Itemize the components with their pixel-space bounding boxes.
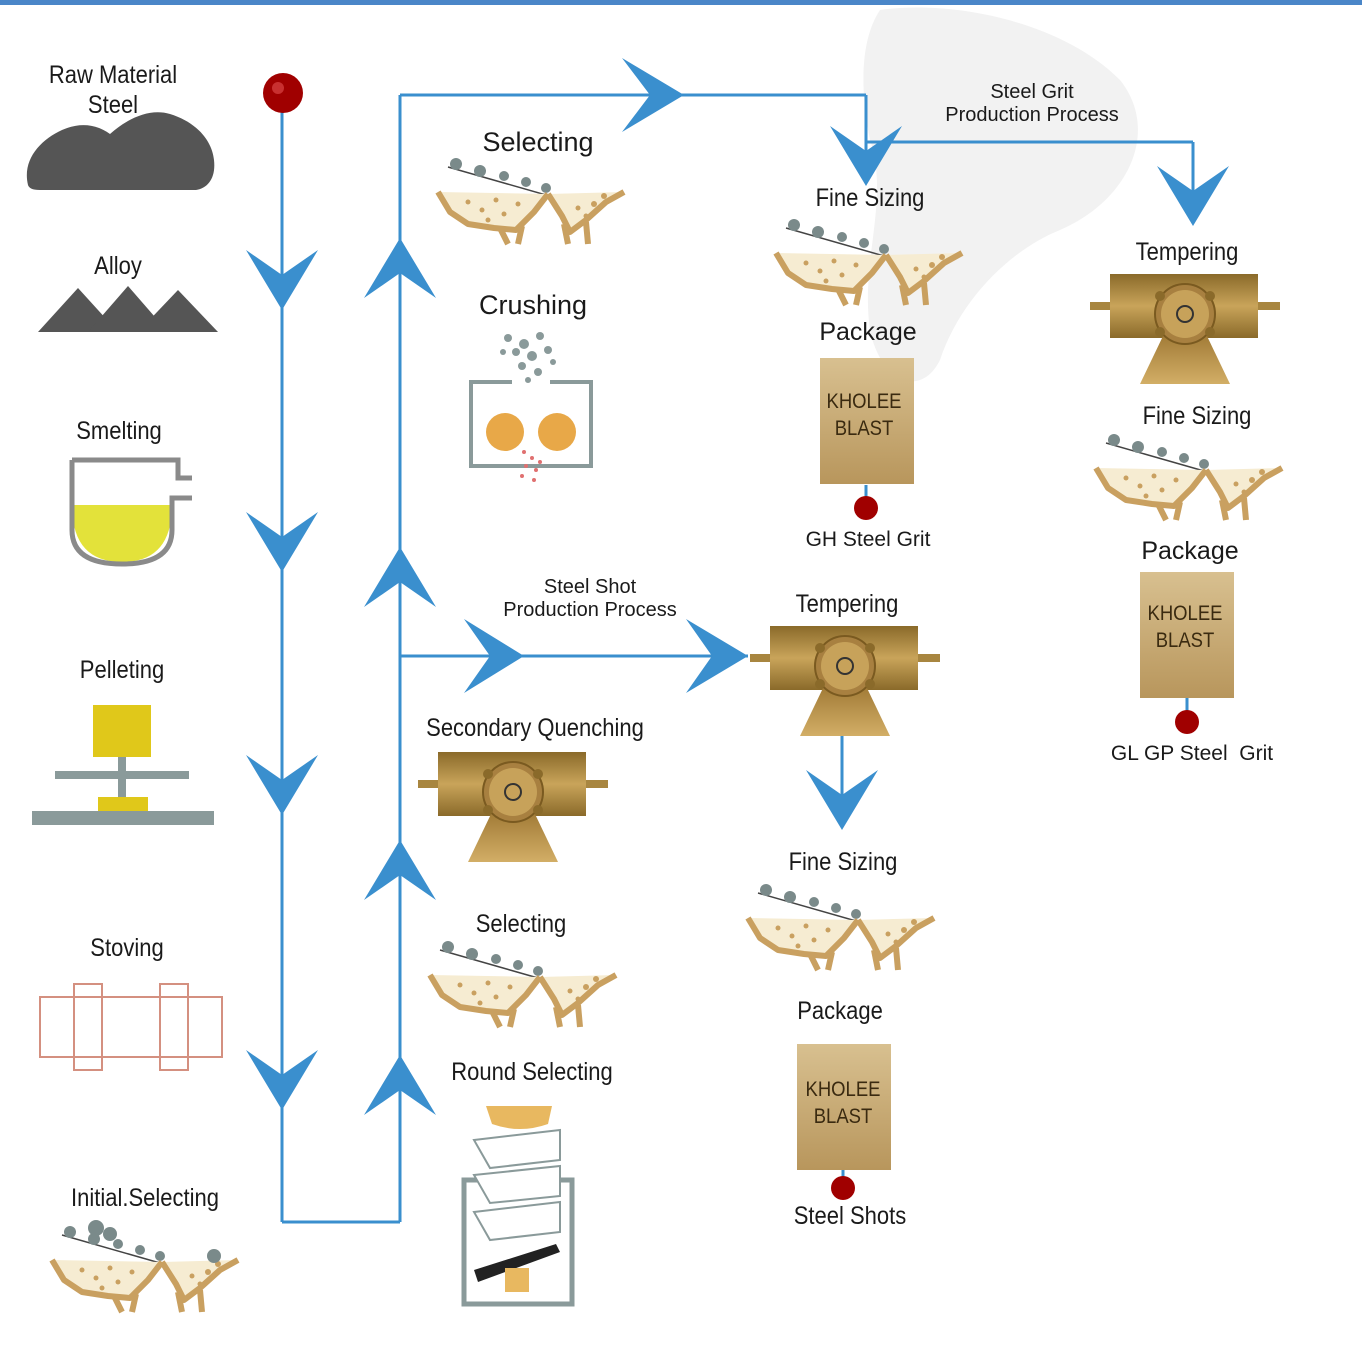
pelleting-label: Pelleting [79, 656, 165, 684]
arrow-right [464, 619, 524, 693]
glgp-fine-sizing-icon [1096, 434, 1282, 520]
gh-bag-text-line2: BLAST [834, 417, 894, 440]
pelleting-machine-icon [32, 705, 214, 825]
steel-shots-label: Steel Shots [793, 1202, 907, 1230]
gh-package-label: Package [819, 318, 917, 346]
secondary-quenching-label: Secondary Quenching [426, 714, 644, 742]
glgp-tempering-drum-icon [1089, 273, 1281, 385]
arrow-up [364, 840, 436, 900]
selecting-bottom-icon [430, 941, 616, 1027]
glgp-steel-grit-label: GL GP Steel Grit [1110, 742, 1274, 765]
selecting-bottom-label: Selecting [475, 910, 567, 938]
glgp-package-bag-icon [1140, 572, 1234, 698]
shot-bag-text: KHOLEE BLAST [806, 1076, 881, 1130]
stoving-oven-icon [39, 983, 223, 1071]
smelting-label: Smelting [76, 417, 162, 445]
gh-package-bag-icon [820, 358, 914, 484]
arrow-down [1157, 166, 1229, 226]
glgp-bag-text-line1: KHOLEE [1147, 602, 1223, 625]
selecting-top-icon [438, 158, 624, 244]
arrow-down [806, 770, 878, 830]
round-selecting-machine-icon [461, 1106, 575, 1307]
shot-package-label: Package [797, 997, 883, 1025]
gh-steel-grit-label: GH Steel Grit [805, 528, 931, 551]
shot-package-bag-icon [797, 1044, 891, 1170]
steel-grit-process-line1: Steel Grit [990, 81, 1074, 103]
initial-selecting-icon [52, 1226, 238, 1312]
raw-material-label-line2: Steel [87, 91, 139, 119]
arrow-down [246, 1050, 318, 1110]
arrow-up [364, 238, 436, 298]
shot-bag-text-line1: KHOLEE [805, 1078, 881, 1101]
raw-material-steel-icon [26, 112, 215, 190]
glgp-bag-text-line2: BLAST [1155, 629, 1215, 652]
background-map-shape [863, 7, 1138, 382]
raw-material-label-line1: Raw Material [48, 61, 178, 89]
arrow-down [246, 755, 318, 815]
top-accent-bar [0, 0, 1362, 5]
arrow-down [830, 126, 902, 186]
arrow-up [364, 1055, 436, 1115]
shot-tempering-label: Tempering [795, 590, 899, 618]
product-dot-glgp [1175, 710, 1199, 734]
round-selecting-label: Round Selecting [451, 1058, 613, 1086]
flow-arrows [246, 58, 1229, 1115]
gh-fine-sizing-label: Fine Sizing [815, 184, 925, 212]
start-dot [263, 73, 303, 113]
stoving-label: Stoving [90, 934, 164, 962]
steel-shot-process-label: Steel Shot Production Process [503, 576, 676, 622]
shot-bag-text-line2: BLAST [813, 1105, 873, 1128]
crushing-label: Crushing [478, 290, 588, 320]
initial-selecting-ore [88, 1220, 221, 1263]
shot-tempering-drum-icon [749, 625, 941, 737]
glgp-bag-text: KHOLEE BLAST [1148, 600, 1223, 654]
arrow-down [246, 512, 318, 572]
arrow-right [686, 619, 748, 693]
glgp-package-label: Package [1141, 537, 1239, 565]
raw-material-label: Raw Material Steel [49, 60, 177, 120]
secondary-quenching-drum-icon [417, 751, 609, 863]
steel-shot-process-line1: Steel Shot [543, 576, 637, 598]
steel-grit-process-label: Steel Grit Production Process [945, 81, 1118, 127]
glgp-fine-sizing-label: Fine Sizing [1142, 402, 1252, 430]
glgp-tempering-label: Tempering [1135, 238, 1239, 266]
product-dot-gh [854, 496, 878, 520]
smelting-furnace-icon [69, 457, 192, 567]
start-dot-highlight [272, 82, 284, 94]
alloy-icon [38, 286, 218, 332]
steel-shot-process-line2: Production Process [503, 599, 677, 621]
shot-fine-sizing-icon [748, 884, 934, 970]
alloy-label: Alloy [94, 252, 142, 280]
gh-bag-text: KHOLEE BLAST [827, 388, 902, 442]
product-dot-shots [831, 1176, 855, 1200]
crusher-icon [469, 332, 593, 482]
arrow-right [622, 58, 684, 132]
arrow-down [246, 250, 318, 310]
shot-fine-sizing-label: Fine Sizing [788, 848, 898, 876]
initial-selecting-label: Initial.Selecting [71, 1184, 219, 1212]
arrow-up [364, 547, 436, 607]
steel-grit-process-line2: Production Process [945, 104, 1119, 126]
selecting-top-label: Selecting [482, 127, 594, 157]
gh-bag-text-line1: KHOLEE [826, 390, 902, 413]
